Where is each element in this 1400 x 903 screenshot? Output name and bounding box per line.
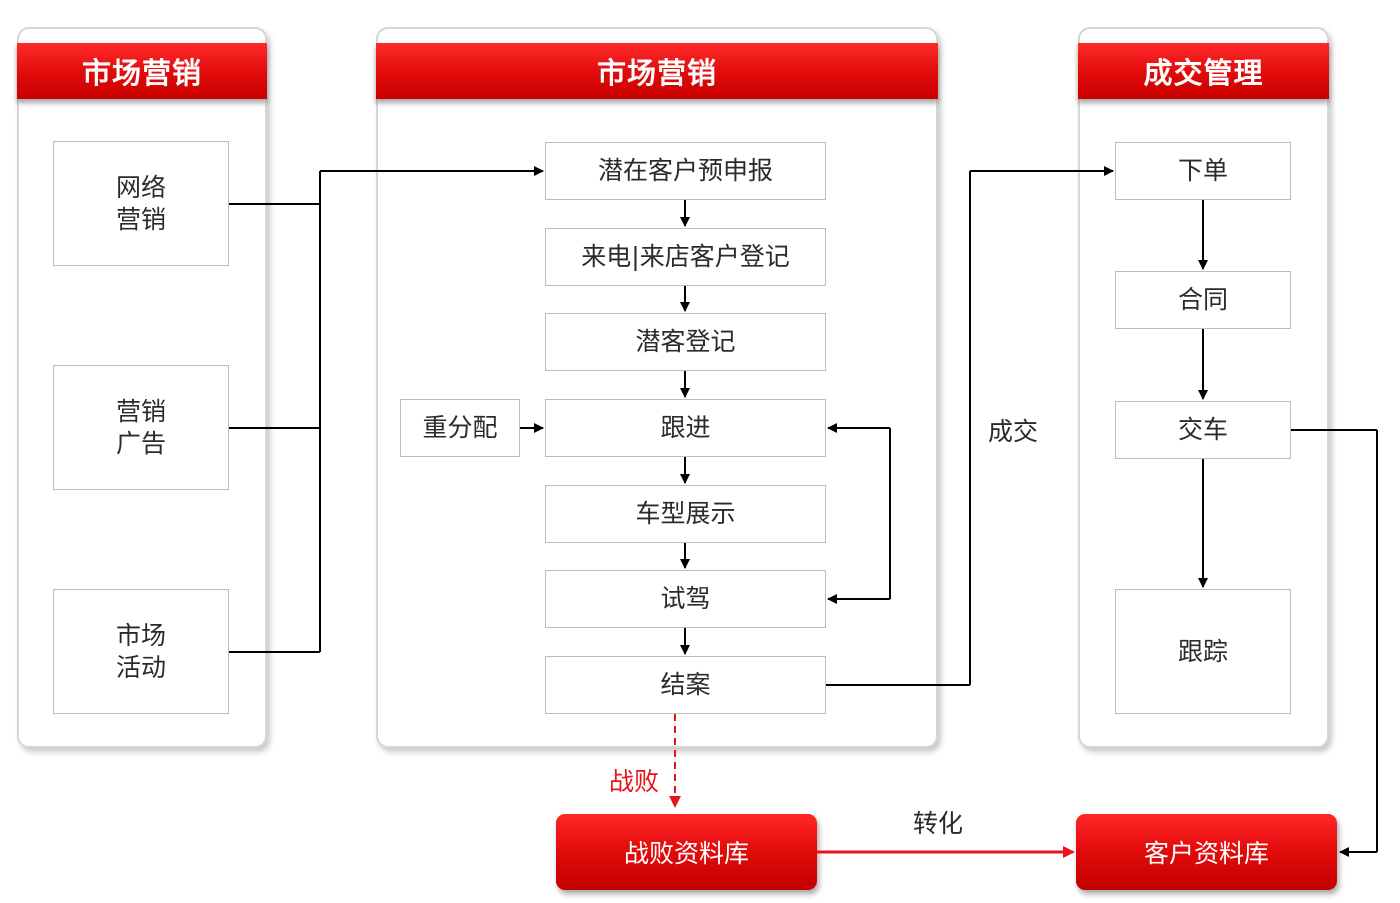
- lead-register-box: 潜客登记: [545, 313, 826, 371]
- pre-report-box: 潜在客户预申报: [545, 142, 826, 200]
- customer-database-button: 客户资料库: [1076, 814, 1337, 890]
- center-panel-title: 市场营销: [376, 43, 938, 99]
- convert-label: 转化: [913, 809, 964, 838]
- marketing-ads-box: 营销广告: [53, 365, 229, 490]
- delivery-box: 交车: [1115, 401, 1291, 459]
- deal-connector: [826, 166, 1114, 686]
- marketing-ads-line1: 营销: [115, 396, 166, 426]
- close-case-box: 结案: [545, 656, 826, 714]
- contract-box: 合同: [1115, 271, 1291, 329]
- order-box: 下单: [1115, 142, 1291, 200]
- lost-database-button: 战败资料库: [556, 814, 817, 890]
- market-events-box: 市场活动: [53, 589, 229, 714]
- market-events-line2: 活动: [115, 652, 166, 682]
- left-to-center-connector: [229, 166, 544, 653]
- car-display-box: 车型展示: [545, 485, 826, 543]
- follow-up-box: 跟进: [545, 399, 826, 457]
- visit-register-box: 来电|来店客户登记: [545, 228, 826, 286]
- marketing-ads-line2: 广告: [115, 428, 166, 458]
- market-events-line1: 市场: [115, 620, 166, 650]
- tracking-box: 跟踪: [1115, 589, 1291, 714]
- right-panel-title: 成交管理: [1078, 43, 1329, 99]
- delivery-to-customer-db-connector: [1291, 429, 1378, 857]
- left-panel-title: 市场营销: [17, 43, 267, 99]
- follow-up-loop: [827, 423, 891, 604]
- reassign-box: 重分配: [400, 399, 520, 457]
- lost-label: 战败: [609, 767, 660, 796]
- network-marketing-line1: 网络: [115, 172, 166, 202]
- network-marketing-box: 网络营销: [53, 141, 229, 266]
- test-drive-box: 试驾: [545, 570, 826, 628]
- network-marketing-line2: 营销: [115, 204, 166, 234]
- deal-label: 成交: [988, 417, 1039, 446]
